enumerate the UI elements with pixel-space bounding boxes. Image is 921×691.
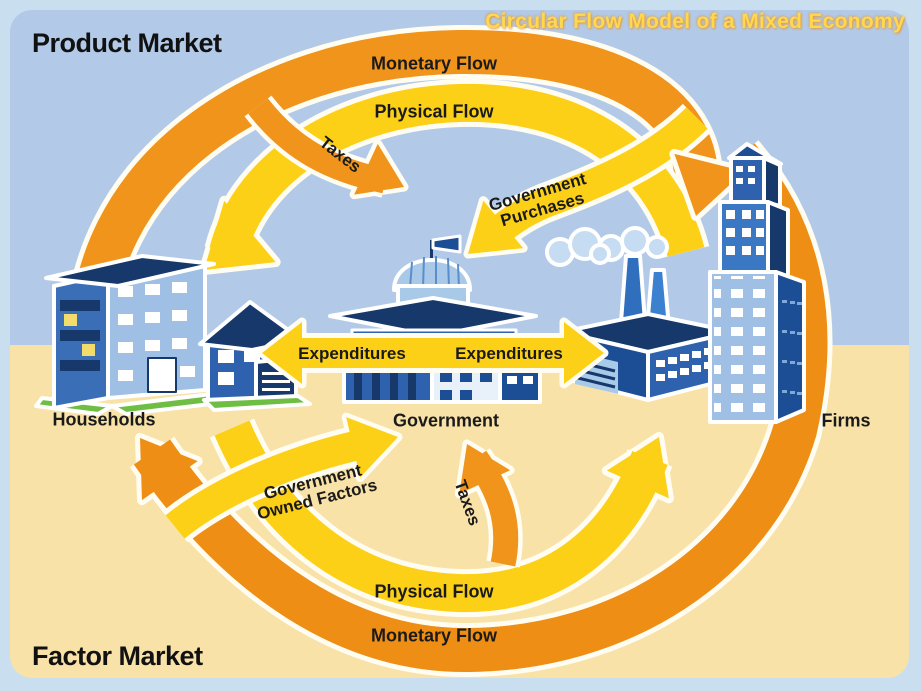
smoke-icon [545,226,669,267]
expenditures-arrow [257,317,609,389]
taxes-top-arrow [244,95,409,200]
physical-flow-bottom-label: Physical Flow [374,581,494,602]
firms-illustration [545,142,806,424]
government-owned-factors-arrow [162,412,403,543]
government-purchases-arrow [463,103,712,259]
households-label: Households [52,409,156,430]
taxes-bottom-arrow [454,439,523,568]
monetary-flow-bottom-label: Monetary Flow [370,625,498,646]
expenditures-right-label: Expenditures [455,344,563,364]
monetary-flow-top-arrowhead [669,148,750,221]
factor-market-label: Factor Market [32,641,203,671]
firms-label: Firms [821,410,871,431]
households-illustration [34,254,312,416]
expenditures-left-label: Expenditures [298,344,406,364]
physical-flow-top-label: Physical Flow [374,101,494,122]
monetary-flow-top-arrow [64,24,723,354]
government-label: Government [392,410,500,431]
diagram-title: Circular Flow Model of a Mixed Economy [485,10,905,33]
product-market-label: Product Market [32,28,222,58]
physical-flow-bottom-arrow [209,418,674,618]
monetary-flow-top-label: Monetary Flow [370,53,498,74]
